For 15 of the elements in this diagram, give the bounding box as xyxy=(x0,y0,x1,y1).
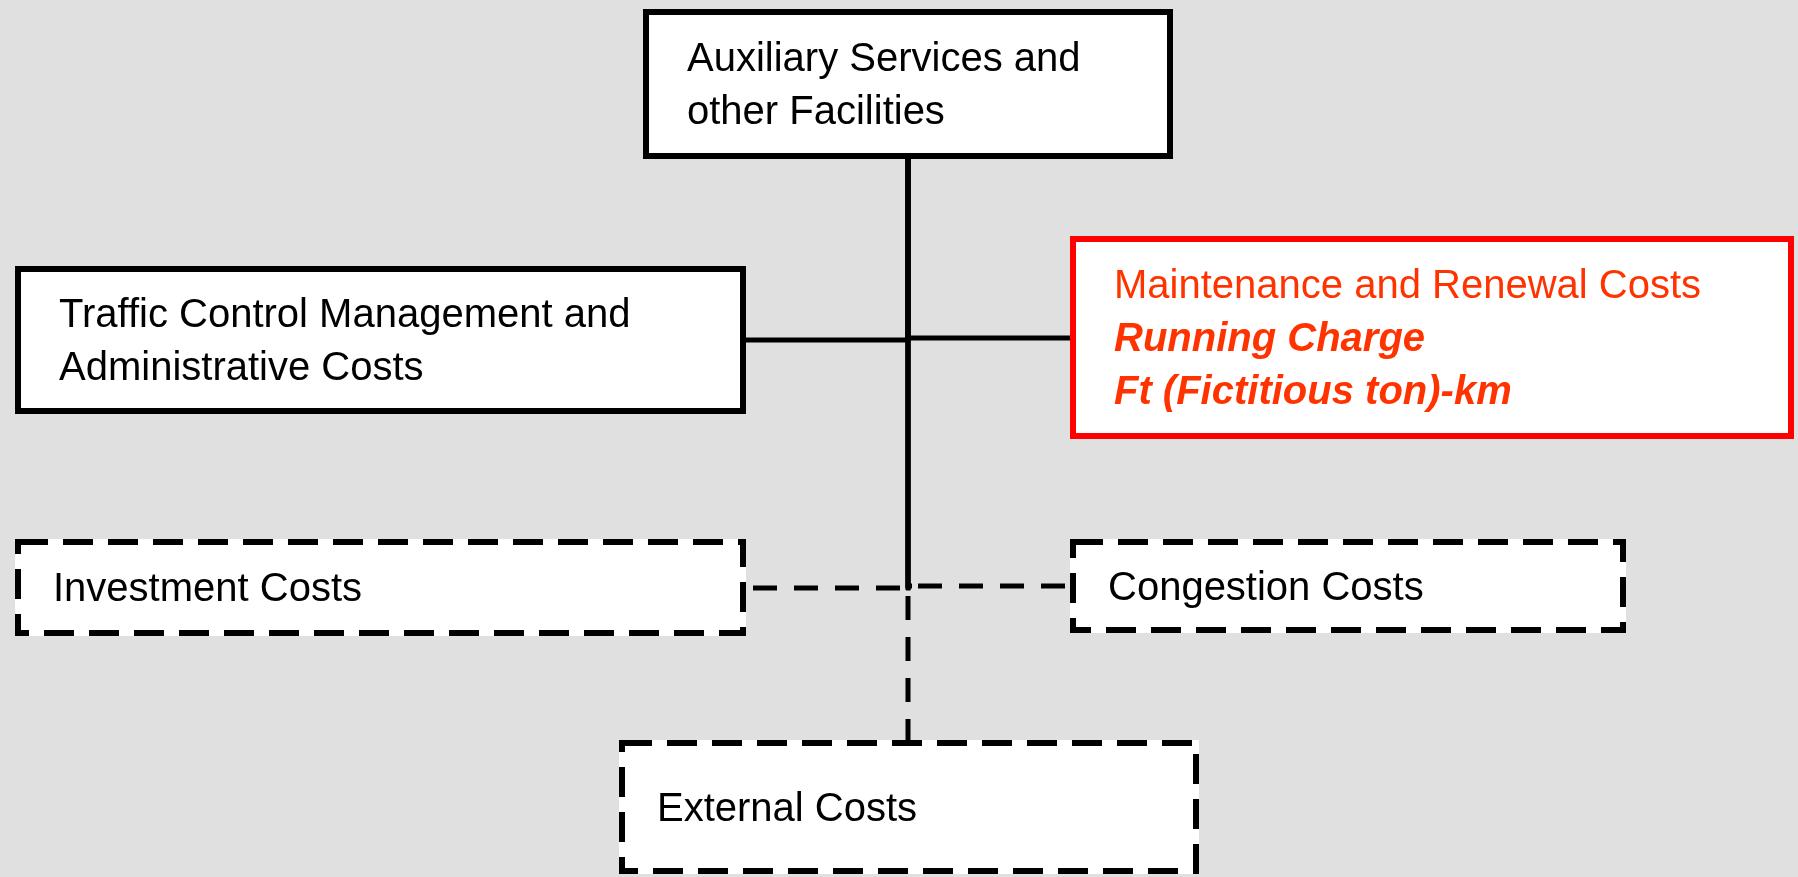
cost-box xyxy=(1070,236,1794,439)
box-text: Congestion Costs xyxy=(1108,562,1425,610)
box-text: Traffic Control Management and Administrative Costs xyxy=(59,290,632,390)
cost-box xyxy=(643,9,1173,159)
cost-box xyxy=(619,740,1199,874)
box-text: Maintenance and Renewal Costs xyxy=(1114,261,1702,308)
connector-line xyxy=(905,159,911,740)
cost-box xyxy=(15,266,746,414)
box-text: External Costs xyxy=(657,783,919,831)
emphasis-text: Running Charge xyxy=(1114,314,1427,361)
box-text: Auxiliary Services and other Facilities xyxy=(687,34,1082,134)
cost-box xyxy=(15,539,746,636)
emphasis-text: Ft (Fictitious ton)-km xyxy=(1114,367,1513,414)
box-text: Investment Costs xyxy=(53,564,363,611)
cost-box xyxy=(1070,539,1626,633)
